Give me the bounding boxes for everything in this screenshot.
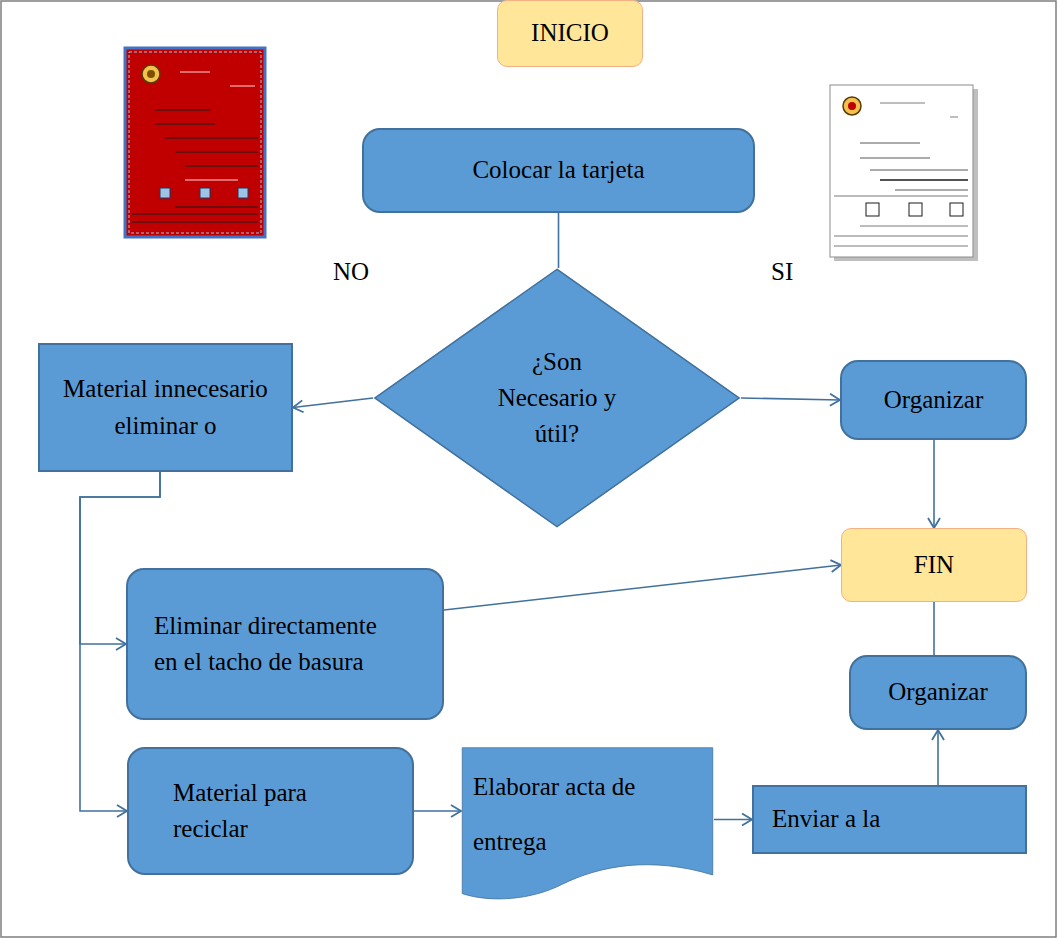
node-text: Material innecesario eliminar o <box>51 371 281 444</box>
flow-connector <box>414 810 461 812</box>
process-box: Eliminar directamente en el tacho de bas… <box>126 568 444 720</box>
white-card-illustration <box>830 85 978 261</box>
branch-label: SI <box>768 258 796 286</box>
document-outline <box>461 747 714 903</box>
start-terminal: INICIO <box>497 0 643 67</box>
document-shape: Elaborar acta de entrega <box>461 747 714 903</box>
process-box: Organizar <box>849 655 1027 730</box>
node-text: Colocar la tarjeta <box>472 152 644 188</box>
decision-diamond: ¿Son Necesario y útil? <box>373 268 741 528</box>
node-text: INICIO <box>531 15 609 51</box>
flow-connector <box>293 398 373 408</box>
flow-connector <box>444 565 841 610</box>
flow-connector <box>741 398 840 400</box>
process-box: Material innecesario eliminar o <box>38 343 293 472</box>
flow-connector <box>714 819 752 821</box>
process-box: Enviar a la <box>752 785 1027 854</box>
process-box: Material para reciclar <box>127 747 414 875</box>
process-box: Organizar <box>840 360 1027 440</box>
process-box: Colocar la tarjeta <box>362 128 755 213</box>
node-text: Organizar <box>888 674 988 710</box>
node-text: Enviar a la <box>772 801 880 837</box>
node-text: FIN <box>914 547 954 583</box>
node-text: Organizar <box>884 382 984 418</box>
branch-label: NO <box>330 258 372 286</box>
flow-connector <box>558 213 560 268</box>
red-card-illustration <box>125 48 265 237</box>
node-text: ¿Son Necesario y útil? <box>482 344 632 453</box>
node-text: Eliminar directamente en el tacho de bas… <box>154 608 379 681</box>
node-text: Elaborar acta de entrega <box>473 759 688 869</box>
node-text: Material para reciclar <box>173 775 373 848</box>
flow-connector <box>933 440 935 528</box>
flow-connector <box>933 602 935 655</box>
flow-connector <box>937 730 939 785</box>
end-terminal: FIN <box>841 528 1027 602</box>
